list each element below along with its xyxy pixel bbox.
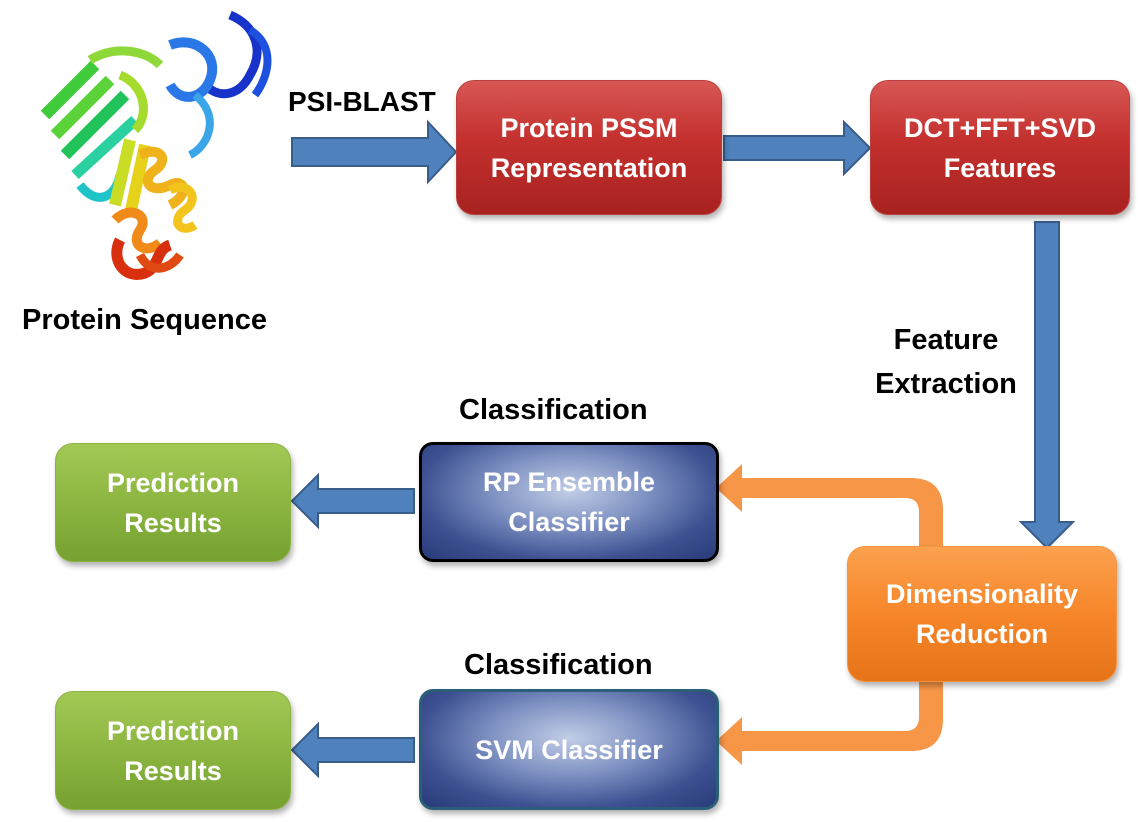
dimensionality-line1: Dimensionality — [885, 579, 1079, 609]
arrow-down-icon — [1018, 221, 1076, 550]
dct-fft-svd-features-box: DCT+FFT+SVD Features — [870, 80, 1130, 215]
rp-ensemble-line2: Classifier — [508, 507, 630, 537]
dimensionality-line2: Reduction — [915, 619, 1048, 649]
psi-blast-label: PSI-BLAST — [288, 86, 436, 117]
prediction-results-box-top: Prediction Results — [55, 443, 291, 562]
classification-label-bottom: Classification — [464, 649, 653, 681]
rp-ensemble-classifier-box: RP Ensemble Classifier — [419, 442, 719, 562]
feature-extraction-line2: Extraction — [875, 368, 1017, 400]
svm-line1: SVM Classifier — [475, 734, 663, 765]
arrow-left-icon — [290, 472, 415, 530]
protein-sequence-label: Protein Sequence — [22, 304, 267, 336]
prediction-bottom-line2: Results — [124, 755, 222, 786]
svm-classifier-box: SVM Classifier — [419, 689, 719, 810]
orange-curved-arrow-icon — [716, 682, 943, 765]
orange-curved-arrow-icon — [716, 464, 943, 546]
pssm-line1: Protein PSSM — [500, 112, 678, 143]
feature-extraction-label: Feature Extraction — [866, 318, 1026, 406]
arrow-right-icon — [723, 119, 872, 177]
arrow-right-icon — [291, 119, 458, 185]
prediction-bottom-line1: Prediction — [106, 715, 240, 746]
arrow-left-icon — [290, 721, 415, 779]
dimensionality-reduction-box: Dimensionality Reduction — [847, 546, 1117, 682]
prediction-top-line1: Prediction — [106, 467, 240, 498]
pssm-line2: Representation — [490, 152, 688, 183]
protein-structure-icon — [40, 10, 272, 280]
rp-ensemble-line1: RP Ensemble — [482, 467, 656, 497]
classification-label-top: Classification — [459, 394, 648, 426]
features-line1: DCT+FFT+SVD — [903, 112, 1097, 143]
pssm-representation-box: Protein PSSM Representation — [456, 80, 722, 215]
feature-extraction-line1: Feature — [893, 324, 999, 356]
features-line2: Features — [943, 152, 1057, 183]
prediction-top-line2: Results — [124, 507, 222, 538]
prediction-results-box-bottom: Prediction Results — [55, 691, 291, 810]
